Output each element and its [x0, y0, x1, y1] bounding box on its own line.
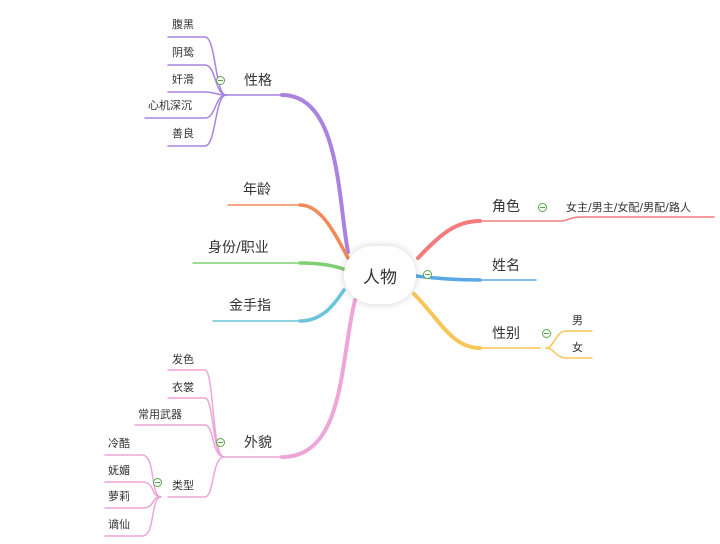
main-link-cheat [298, 288, 346, 323]
leaf-link-阴鸷 [167, 64, 227, 96]
branch-name-lines [414, 274, 537, 282]
leaf-node[interactable]: 阴鸷 [172, 46, 194, 59]
node-cheat[interactable]: 金手指 [229, 298, 271, 314]
branch-personality-lines [144, 36, 350, 254]
leaf-link-谪仙 [104, 496, 162, 537]
branch-gender-lines [412, 292, 593, 359]
leaf-node[interactable]: 妩媚 [108, 464, 130, 477]
leaf-link-妩媚 [104, 481, 162, 498]
leaf-node[interactable]: 发色 [172, 353, 194, 366]
branch-identity-lines [192, 261, 348, 272]
node-personality[interactable]: 性格 [244, 73, 272, 89]
leaf-link-男 [545, 330, 593, 349]
main-link-appearance [280, 298, 357, 459]
leaf-node[interactable]: 谪仙 [108, 518, 130, 531]
node-gender[interactable]: 性别 [492, 326, 520, 342]
node-age[interactable]: 年龄 [243, 182, 271, 198]
main-link-personality [280, 93, 350, 254]
leaf-node[interactable]: 萝莉 [108, 490, 130, 503]
collapse-toggle-icon[interactable] [216, 438, 225, 447]
collapse-toggle-icon[interactable] [216, 76, 225, 85]
collapse-toggle-icon[interactable] [423, 270, 432, 279]
main-link-identity [298, 261, 348, 272]
main-link-role [416, 219, 482, 260]
collapse-toggle-icon[interactable] [153, 478, 162, 487]
node-name[interactable]: 姓名 [492, 258, 520, 274]
collapse-toggle-icon[interactable] [542, 329, 551, 338]
node-appearance[interactable]: 外貌 [244, 435, 272, 451]
leaf-node[interactable]: 奸滑 [172, 73, 194, 86]
leaf-node[interactable]: 冷酷 [108, 437, 130, 450]
leaf-node[interactable]: 男 [572, 314, 583, 327]
leaf-node[interactable]: 善良 [172, 127, 194, 140]
link-type-group [167, 456, 225, 498]
leaf-node[interactable]: 女 [572, 341, 583, 354]
leaf-link-善良 [167, 94, 227, 147]
leaf-link-常用武器 [134, 424, 225, 458]
node-type-group[interactable]: 类型 [172, 479, 194, 492]
leaf-link-冷酷 [104, 454, 162, 498]
root-label: 人物 [363, 267, 397, 288]
main-link-age [298, 203, 350, 260]
leaf-node[interactable]: 女主/男主/女配/男配/路人 [566, 201, 691, 214]
leaf-link-奸滑 [167, 91, 227, 96]
branch-cheat-lines [212, 288, 346, 323]
branch-role-lines [416, 216, 715, 260]
leaf-node[interactable]: 衣裳 [172, 381, 194, 394]
branch-appearance-lines [104, 298, 357, 537]
node-role[interactable]: 角色 [492, 199, 520, 215]
leaf-link-发色 [167, 369, 225, 458]
collapse-toggle-icon[interactable] [538, 203, 547, 212]
underline-role [479, 216, 715, 222]
branch-age-lines [227, 203, 350, 260]
leaf-link-女 [545, 347, 593, 359]
leaf-node[interactable]: 心机深沉 [148, 99, 192, 112]
leaf-node[interactable]: 腹黑 [172, 18, 194, 31]
node-identity[interactable]: 身份/职业 [208, 240, 269, 256]
root-node[interactable]: 人物 [344, 246, 416, 304]
leaf-node[interactable]: 常用武器 [138, 408, 182, 421]
main-link-name [414, 274, 482, 282]
main-link-gender [412, 292, 482, 350]
